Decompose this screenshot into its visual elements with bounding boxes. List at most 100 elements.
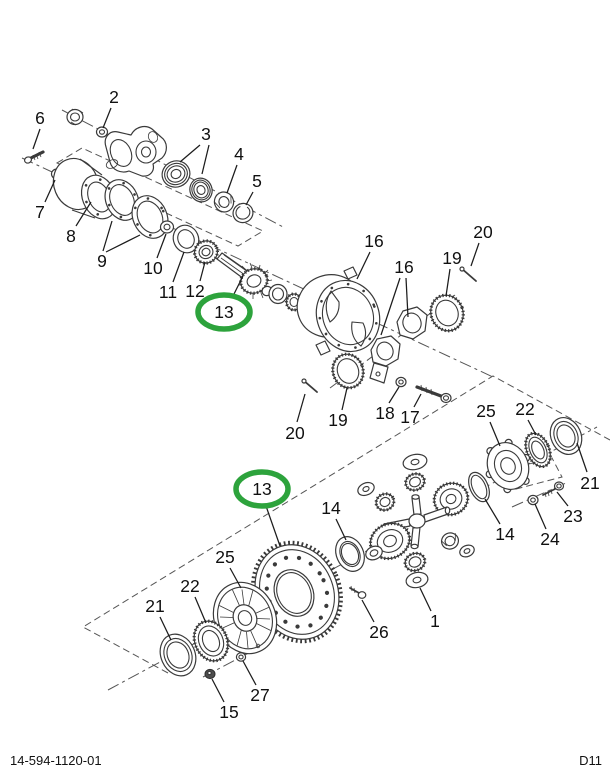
yoke-drawing [104, 125, 167, 177]
callout-label: 27 [250, 685, 269, 705]
callout-leader-line [201, 144, 210, 175]
callout-leader-line [226, 164, 238, 194]
callout-leader-line [102, 107, 112, 129]
callout-label: 26 [369, 622, 388, 642]
callout-label: 22 [515, 399, 534, 419]
bearing-drawing [192, 619, 230, 663]
callout-label: 14 [321, 498, 341, 518]
callout-leader-line [489, 421, 501, 447]
highlight-ellipse [195, 292, 253, 332]
callout-leader-line [44, 179, 56, 203]
callout-leader-line [361, 599, 375, 623]
callout-label: 20 [285, 423, 305, 443]
callout-leader-line [211, 678, 225, 703]
carrier-drawing [296, 266, 477, 404]
callout-leader-line [245, 191, 254, 206]
shim-drawing [131, 195, 169, 239]
ring-drawing [172, 224, 200, 254]
callout-leader-line [341, 387, 348, 411]
callout-label: 1 [430, 611, 440, 631]
callout-label: 19 [442, 248, 461, 268]
callout-label: 5 [252, 171, 262, 191]
callout-label: 14 [495, 524, 515, 544]
page-code: D11 [579, 753, 602, 768]
callout-label: 16 [364, 231, 383, 251]
callout-leader-line [242, 660, 257, 686]
callout-label: 17 [400, 407, 419, 427]
callout-leader-line [199, 261, 206, 282]
case-half-drawing [212, 581, 278, 655]
callout-leader-line [265, 505, 281, 547]
callout-leader-line [445, 268, 451, 297]
callout-label: 13 [252, 479, 271, 499]
highlight-ellipse [233, 469, 291, 509]
document-part-number: 14-594-1120-01 [10, 753, 102, 768]
pinion-gear-drawing [432, 481, 470, 517]
callout-leader-line [335, 518, 347, 541]
callout-label: 23 [563, 506, 582, 526]
callout-leader-line [296, 393, 306, 423]
adjusting-ring-drawing [331, 352, 365, 390]
callout-label: 11 [159, 282, 177, 302]
callout-leader-line [179, 144, 201, 163]
seal-drawing [232, 202, 254, 224]
callout-leader-line [527, 419, 537, 436]
bearing-drawing [161, 160, 191, 188]
callout-label: 16 [394, 257, 413, 277]
callout-label: 4 [234, 144, 244, 164]
callout-leader-line [405, 277, 409, 318]
bearing-cup-drawing [549, 417, 583, 455]
callout-label: 20 [473, 222, 493, 242]
callout-label: 2 [109, 87, 119, 107]
pinion-assembly-drawing [23, 108, 304, 312]
callout-label: 10 [143, 258, 163, 278]
callout-leader-line [388, 386, 400, 404]
callout-label: 13 [214, 302, 233, 322]
callout-label: 8 [66, 226, 76, 246]
callout-leader-line [32, 128, 41, 150]
callout-leader-line [380, 277, 401, 336]
callout-label: 25 [476, 401, 495, 421]
callout-leader-line [172, 251, 185, 283]
thrust-washer-drawing [335, 536, 365, 572]
callout-leader-line [470, 242, 480, 267]
bearing-drawing [189, 177, 213, 203]
pinion-gear-drawing [216, 252, 273, 299]
callout-label: 3 [201, 124, 211, 144]
callout-label: 6 [35, 108, 45, 128]
callout-label: 21 [580, 473, 599, 493]
case-half-drawing [485, 438, 531, 494]
spacer-drawing [213, 191, 235, 213]
callout-leader-line [159, 616, 172, 641]
thrust-washer-drawing [468, 471, 490, 503]
callout-label: 21 [145, 596, 164, 616]
callout-label: 9 [97, 251, 107, 271]
callout-label: 22 [180, 576, 199, 596]
callout-leader-line [75, 201, 92, 227]
differential-assembly-drawing [159, 417, 583, 680]
callout-label: 25 [215, 547, 234, 567]
callout-leader-line [356, 251, 371, 280]
callout-label: 12 [185, 281, 204, 301]
callout-leader-line [156, 233, 167, 259]
callout-label: 15 [219, 702, 238, 722]
bearing-cup-drawing [159, 633, 197, 677]
callout-leader-line [194, 596, 207, 624]
callout-leader-line [556, 491, 569, 507]
callout-leader-line [413, 393, 422, 408]
callout-leader-line [105, 234, 141, 253]
callout-leader-line [484, 498, 501, 525]
adjusting-ring-drawing [429, 293, 465, 333]
callout-label: 19 [328, 410, 347, 430]
callout-leader-line [576, 442, 588, 473]
callout-leader-line [534, 503, 547, 530]
callout-leader-line [102, 220, 113, 252]
callout-leader-line [419, 587, 432, 612]
callout-leader-line [232, 275, 244, 297]
callout-label: 24 [540, 529, 560, 549]
callout-label: 18 [375, 403, 394, 423]
nut-drawing [192, 239, 220, 265]
